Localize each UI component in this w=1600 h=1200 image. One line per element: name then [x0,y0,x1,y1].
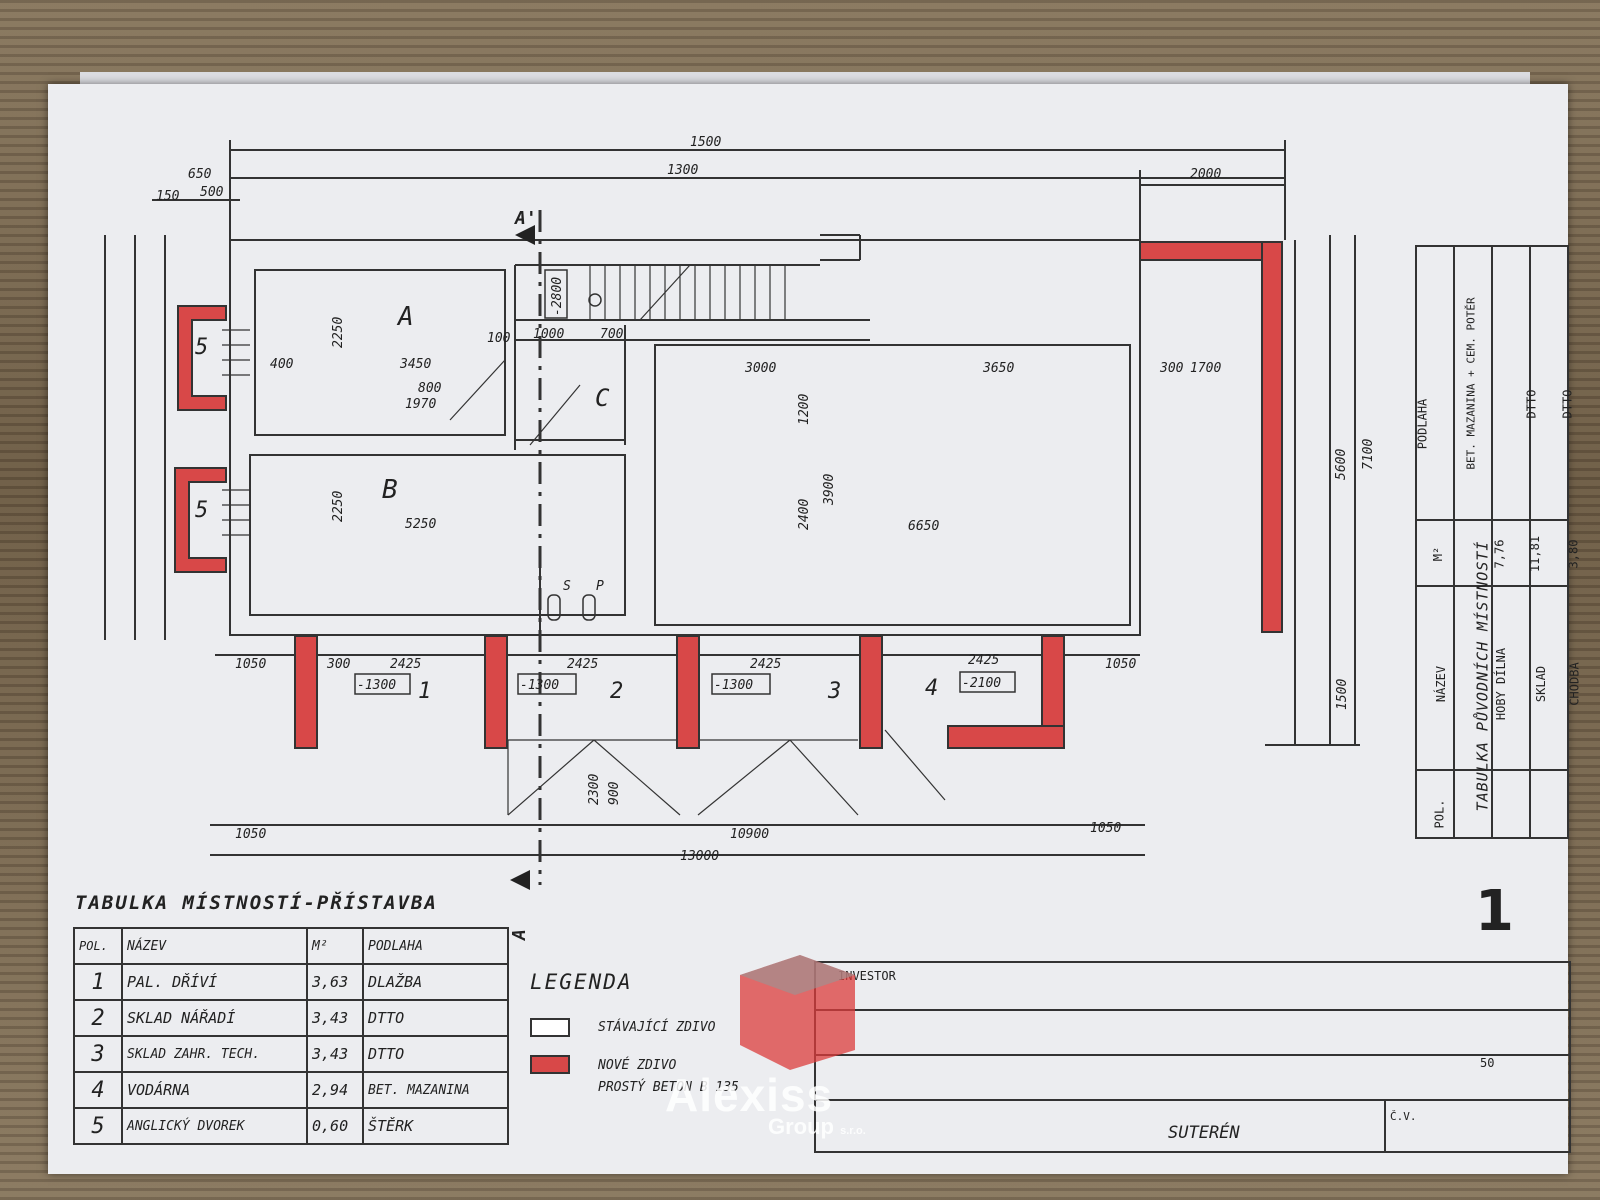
table-row: 5 ANGLICKÝ DVOREK 0,60 ŠTĚRK [73,1107,509,1145]
legend-new-sub: PROSTÝ BETON B 135 [598,1080,739,1095]
svg-text:500: 500 [200,185,224,200]
dim-1500: 1500 [690,135,721,150]
svg-text:800: 800 [418,381,442,396]
drawing-name: SUTERÉN [1168,1121,1240,1143]
svg-text:1300: 1300 [667,163,698,178]
svg-text:5600: 5600 [1334,449,1349,480]
svg-text:-1300: -1300 [357,678,396,693]
original-table-title: TABULKA PŮVODNÍCH MÍSTNOSTÍ [1473,540,1492,812]
svg-text:1050: 1050 [235,827,266,842]
table-header-row: POL. NÁZEV M² PODLAHA [73,927,509,965]
svg-text:3650: 3650 [982,361,1014,376]
legend-existing-swatch [530,1018,570,1037]
annex-rooms-table: POL. NÁZEV M² PODLAHA 1 PAL. DŘÍVÍ 3,63 … [73,927,509,1145]
svg-text:100: 100 [487,331,511,346]
svg-text:5250: 5250 [405,517,436,532]
svg-text:3000: 3000 [744,361,776,376]
svg-text:2400: 2400 [797,499,812,530]
svg-text:900: 900 [607,781,622,805]
svg-text:A': A' [514,208,537,229]
svg-text:-2100: -2100 [962,676,1001,691]
svg-text:2425: 2425 [750,657,781,672]
legend-new-swatch [530,1055,570,1074]
legend-new-label: NOVÉ ZDIVO [598,1058,677,1073]
svg-text:1000: 1000 [533,327,564,342]
svg-text:400: 400 [270,357,294,372]
svg-text:300: 300 [1159,361,1184,376]
svg-text:P: P [596,579,604,594]
svg-text:Č.V.: Č.V. [1390,1110,1417,1123]
svg-text:650: 650 [188,167,212,182]
annex-table-title: TABULKA MÍSTNOSTÍ-PŘÍSTAVBA [75,892,438,914]
svg-text:-2800: -2800 [550,277,565,316]
svg-text:700: 700 [600,327,624,342]
original-rooms-table: TABULKA PŮVODNÍCH MÍSTNOSTÍ POL. NÁZEV M… [1415,245,1582,839]
watermark-sub: Group s.r.o. [768,1114,866,1139]
svg-text:10900: 10900 [730,827,769,842]
svg-text:2250: 2250 [331,491,346,522]
svg-text:-1300: -1300 [714,678,753,693]
svg-text:1050: 1050 [1090,821,1121,836]
svg-text:A: A [509,929,530,941]
table-row: 2 SKLAD NÁŘADÍ 3,43 DTTO [73,999,509,1037]
svg-text:7100: 7100 [1361,439,1376,470]
svg-text:-1300: -1300 [520,678,559,693]
svg-text:1970: 1970 [405,397,436,412]
svg-text:150: 150 [156,189,180,204]
svg-text:1050: 1050 [1105,657,1136,672]
legend-title: LEGENDA [530,970,633,994]
watermark-brand: Alexiss [665,1069,834,1121]
svg-text:S: S [563,579,571,594]
svg-text:13000: 13000 [680,849,719,864]
svg-text:2000: 2000 [1190,167,1221,182]
table-row: 1 PAL. DŘÍVÍ 3,63 DLAŽBA [73,963,509,1001]
room-C-label: C [595,384,610,412]
room-A-label: A [396,302,414,332]
svg-text:1: 1 [418,679,431,704]
svg-text:2425: 2425 [390,657,421,672]
svg-text:50: 50 [1480,1056,1494,1070]
svg-text:1500: 1500 [1335,679,1350,710]
svg-text:300: 300 [326,657,351,672]
svg-text:2250: 2250 [331,317,346,348]
table-row: 3 SKLAD ZAHR. TECH. 3,43 DTTO [73,1035,509,1073]
svg-text:5: 5 [195,335,208,360]
table-row: 4 VODÁRNA 2,94 BET. MAZANINA [73,1071,509,1109]
svg-text:2425: 2425 [567,657,598,672]
svg-text:2425: 2425 [968,653,999,668]
svg-text:3450: 3450 [399,357,431,372]
svg-text:3900: 3900 [822,474,837,506]
legend-existing-label: STÁVAJÍCÍ ZDIVO [598,1020,716,1035]
svg-text:4: 4 [925,676,938,701]
svg-text:2300: 2300 [587,774,602,805]
svg-text:2: 2 [610,679,623,704]
sheet-number: 1 [1475,879,1514,944]
svg-text:6650: 6650 [908,519,939,534]
svg-text:1200: 1200 [797,394,812,425]
svg-text:5: 5 [195,498,208,523]
room-B-label: B [382,475,398,505]
svg-text:1700: 1700 [1190,361,1221,376]
svg-text:1050: 1050 [235,657,266,672]
svg-text:3: 3 [827,679,841,704]
